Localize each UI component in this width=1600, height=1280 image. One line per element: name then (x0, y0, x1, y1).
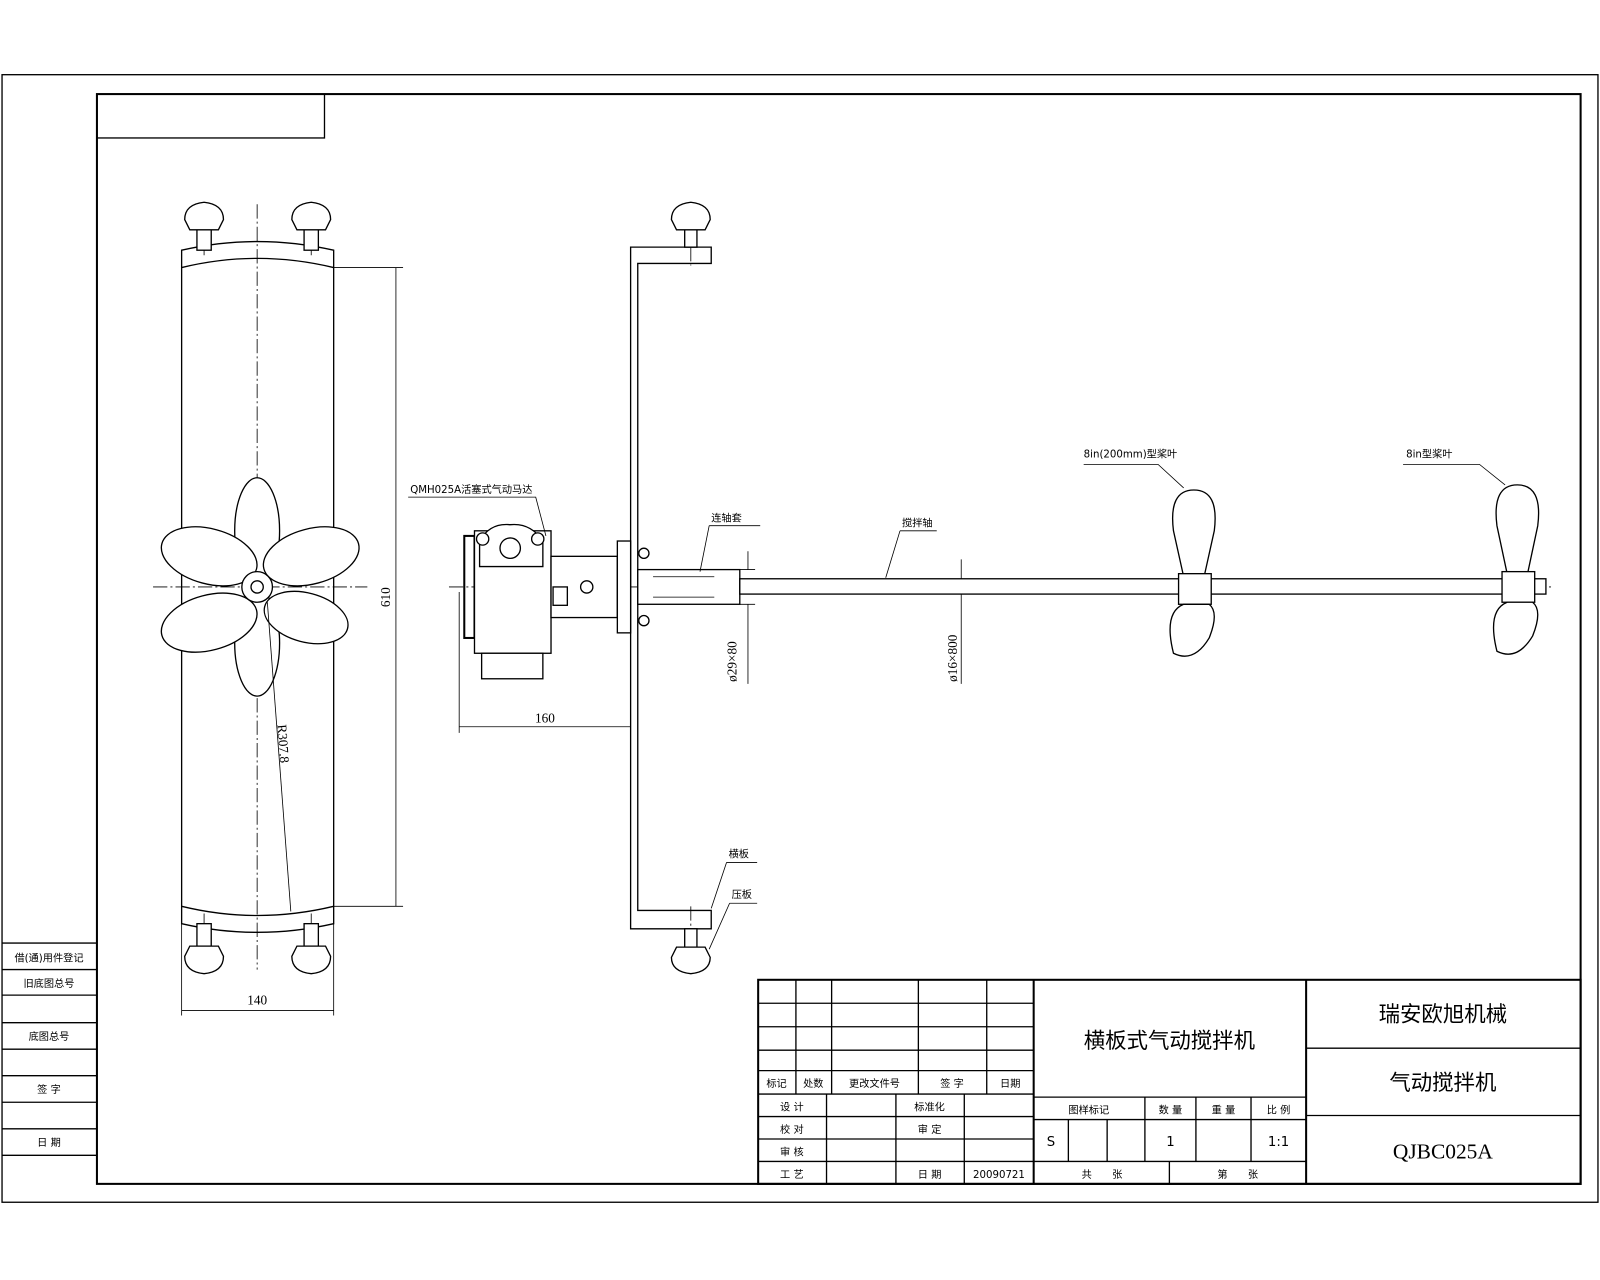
approval-label: 校 对 (780, 1123, 804, 1136)
shaft (739, 578, 1547, 595)
dimension-coupling: ø29×80 (725, 641, 740, 682)
side-table: 借(通)用件登记 旧底图总号 底图总号 签 字 日 期 (2, 942, 97, 1156)
info-header: 数 量 (1159, 1103, 1183, 1116)
approval-label: 审 定 (918, 1123, 942, 1136)
coupling (637, 568, 741, 605)
company-name: 瑞安欧旭机械 (1379, 1003, 1507, 1028)
sheet-number: 第 张 (1217, 1168, 1258, 1181)
approval-label: 工 艺 (780, 1169, 804, 1181)
front-view: 610 140 R307.8 (153, 201, 404, 1016)
label-impeller-1: 8in(200mm)型桨叶 (1084, 447, 1178, 460)
sheet-total: 共 张 (1082, 1169, 1123, 1181)
drawing-mark: S (1047, 1135, 1055, 1150)
impeller-icon (1169, 489, 1216, 657)
info-header: 重 量 (1212, 1103, 1236, 1116)
air-motor (463, 523, 650, 680)
impeller-icon (1492, 484, 1540, 655)
code-box (96, 93, 326, 139)
product-name: 气动搅拌机 (1389, 1071, 1496, 1096)
approval-label: 审 核 (780, 1145, 804, 1158)
side-row-label: 底图总号 (29, 1030, 70, 1043)
outer-border (1, 74, 1599, 1203)
propeller-icon (160, 477, 360, 697)
approval-label: 日 期 (918, 1169, 942, 1181)
knob-icon (670, 928, 711, 975)
scale-value: 1:1 (1268, 1135, 1289, 1150)
knob-icon (291, 923, 332, 975)
info-header: 比 例 (1267, 1103, 1291, 1116)
drawing-title: 横板式气动搅拌机 (1084, 1029, 1255, 1054)
label-impeller-2: 8in型桨叶 (1406, 447, 1452, 460)
revision-header: 签 字 (940, 1077, 964, 1090)
side-row-label: 日 期 (37, 1137, 61, 1149)
dimension-offset: 160 (535, 711, 555, 726)
knob-icon (670, 201, 711, 248)
label-plate: 横板 (729, 847, 749, 860)
dimension-radius: R307.8 (275, 724, 293, 764)
side-row-label: 借(通)用件登记 (14, 951, 83, 964)
label-coupling: 连轴套 (711, 512, 742, 525)
knob-icon (184, 923, 225, 975)
dimension-height: 610 (378, 587, 393, 607)
knob-icon (291, 201, 332, 251)
approval-label: 设 计 (780, 1100, 804, 1113)
dimension-shaft: ø16×800 (945, 634, 960, 682)
dimension-width: 140 (247, 992, 267, 1007)
quantity-value: 1 (1166, 1135, 1174, 1150)
knob-icon (184, 201, 225, 251)
title-block: 标记 处数 更改文件号 签 字 日期 设 计 校 对 审 核 工 艺 标准化 审… (757, 978, 1582, 1185)
revision-header: 标记 (766, 1078, 786, 1090)
model-code: QJBC025A (1393, 1139, 1493, 1163)
revision-header: 更改文件号 (849, 1077, 900, 1090)
revision-header: 处数 (803, 1077, 823, 1090)
drawing-date: 20090721 (973, 1170, 1025, 1181)
label-clamp: 压板 (732, 888, 752, 901)
label-shaft: 搅拌轴 (902, 517, 933, 530)
side-row-label: 旧底图总号 (24, 977, 75, 990)
label-motor: QMH025A活塞式气动马达 (410, 483, 532, 496)
side-row-label: 签 字 (37, 1083, 61, 1096)
approval-label: 标准化 (914, 1100, 945, 1113)
side-view: QMH025A活塞式气动马达 连轴套 搅拌轴 8in(200mm)型桨叶 8in… (408, 201, 1552, 975)
revision-header: 日期 (1000, 1078, 1020, 1090)
info-header: 图样标记 (1068, 1103, 1109, 1116)
